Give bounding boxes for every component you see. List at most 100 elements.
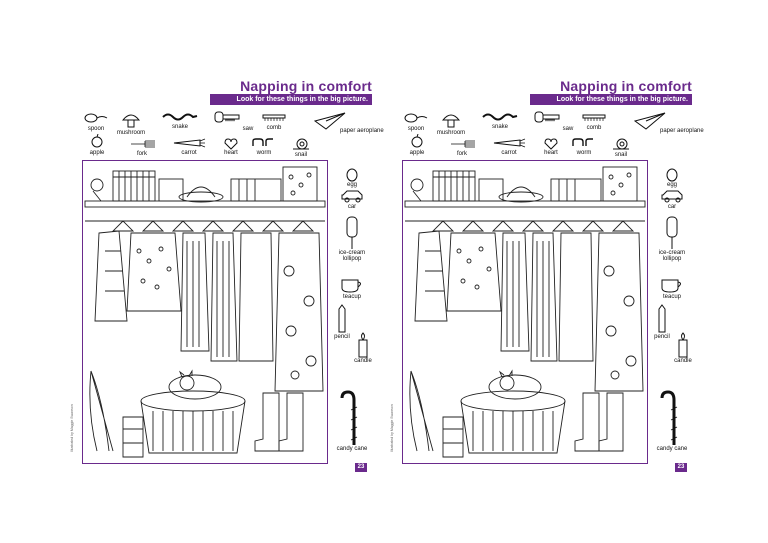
side-item-candle: candle <box>672 332 694 364</box>
label-egg: egg <box>666 182 677 188</box>
puzzle-page-right: Napping in comfort Look for these things… <box>390 70 704 482</box>
label-paper-aeroplane: paper aeroplane <box>660 128 704 134</box>
page-subtitle: Look for these things in the big picture… <box>530 94 692 105</box>
side-item-candle: candle <box>352 332 374 364</box>
page-title: Napping in comfort <box>560 78 692 94</box>
page-title: Napping in comfort <box>240 78 372 94</box>
egg-icon <box>346 168 358 182</box>
label-snake: snake <box>491 124 508 130</box>
label-candy-cane: candy cane <box>336 446 368 452</box>
paper-aeroplane-icon <box>314 112 346 130</box>
heart-icon <box>544 138 558 150</box>
side-item-pencil: pencil <box>652 304 672 340</box>
side-item-egg: egg <box>332 168 372 188</box>
label-snake: snake <box>171 124 188 130</box>
illustrator-credit: Illustrated by Maggie Swanson <box>390 404 394 452</box>
pencil-icon <box>338 304 346 333</box>
ice-cream-lollipop-icon <box>666 216 678 249</box>
label-carrot: carrot <box>501 150 517 156</box>
fork-icon <box>451 140 475 148</box>
side-item-teacup: teacup <box>332 278 372 300</box>
ice-cream-lollipop-icon <box>346 216 358 249</box>
carrot-icon <box>493 138 526 148</box>
apple-icon <box>91 134 103 148</box>
label-comb: comb <box>586 125 602 131</box>
paper-aeroplane-icon <box>634 112 666 130</box>
page-number: 23 <box>355 463 367 472</box>
teacup-icon <box>341 279 361 293</box>
candle-icon <box>678 332 688 358</box>
snail-icon <box>613 138 629 150</box>
page-number: 23 <box>675 463 687 472</box>
label-pencil: pencil <box>334 334 350 340</box>
label-saw: saw <box>562 126 574 132</box>
comb-icon <box>262 114 286 121</box>
label-candy-cane: candy cane <box>656 446 688 452</box>
label-paper-aeroplane: paper aeroplane <box>340 128 384 134</box>
apple-icon <box>411 134 423 148</box>
worm-icon <box>572 138 593 146</box>
side-item-pencil: pencil <box>332 304 352 340</box>
side-item-car: car <box>652 188 692 210</box>
label-teacup: teacup <box>342 294 361 300</box>
saw-icon <box>534 111 560 123</box>
label-heart: heart <box>224 150 238 156</box>
side-item-teacup: teacup <box>652 278 692 300</box>
label-mushroom: mushroom <box>436 130 466 136</box>
candy-cane-icon <box>660 390 678 445</box>
label-candle: candle <box>354 358 372 364</box>
puzzle-page-left: Napping in comfort Look for these things… <box>70 70 384 482</box>
label-pencil: pencil <box>654 334 670 340</box>
mushroom-icon <box>122 114 140 128</box>
snail-icon <box>293 138 309 150</box>
label-heart: heart <box>544 150 558 156</box>
label-apple: apple <box>89 150 105 156</box>
label-spoon: spoon <box>87 126 105 132</box>
side-item-car: car <box>332 188 372 210</box>
side-item-ice-cream-lollipop: ice-cream lollipop <box>332 216 372 262</box>
label-spoon: spoon <box>407 126 425 132</box>
side-item-candy-cane: candy cane <box>652 390 692 452</box>
label-mushroom: mushroom <box>116 130 146 136</box>
label-teacup: teacup <box>662 294 681 300</box>
label-car: car <box>667 204 677 210</box>
label-carrot: carrot <box>181 150 197 156</box>
label-car: car <box>347 204 357 210</box>
comb-icon <box>582 114 606 121</box>
carrot-icon <box>173 138 206 148</box>
label-ice-cream-lollipop: ice-cream lollipop <box>338 250 366 262</box>
hidden-objects-picture <box>402 160 648 464</box>
car-icon <box>661 190 683 203</box>
side-item-egg: egg <box>652 168 692 188</box>
label-egg: egg <box>346 182 357 188</box>
label-fork: fork <box>136 151 147 157</box>
worm-icon <box>252 138 273 146</box>
closet-illustration <box>404 166 646 458</box>
car-icon <box>341 190 363 203</box>
hidden-objects-picture <box>82 160 328 464</box>
label-worm: worm <box>256 150 272 156</box>
page-subtitle: Look for these things in the big picture… <box>210 94 372 105</box>
side-item-ice-cream-lollipop: ice-cream lollipop <box>652 216 692 262</box>
label-worm: worm <box>576 150 592 156</box>
heart-icon <box>224 138 238 150</box>
label-comb: comb <box>266 125 282 131</box>
label-ice-cream-lollipop: ice-cream lollipop <box>658 250 686 262</box>
candy-cane-icon <box>340 390 358 445</box>
spoon-icon <box>404 113 428 123</box>
mushroom-icon <box>442 114 460 128</box>
saw-icon <box>214 111 240 123</box>
candle-icon <box>358 332 368 358</box>
spoon-icon <box>84 113 108 123</box>
label-fork: fork <box>456 151 467 157</box>
teacup-icon <box>661 279 681 293</box>
egg-icon <box>666 168 678 182</box>
pencil-icon <box>658 304 666 333</box>
snake-icon <box>162 113 198 121</box>
illustrator-credit: Illustrated by Maggie Swanson <box>70 404 74 452</box>
closet-illustration <box>84 166 326 458</box>
snake-icon <box>482 113 518 121</box>
label-snail: snail <box>614 152 628 158</box>
fork-icon <box>131 140 155 148</box>
side-item-candy-cane: candy cane <box>332 390 372 452</box>
